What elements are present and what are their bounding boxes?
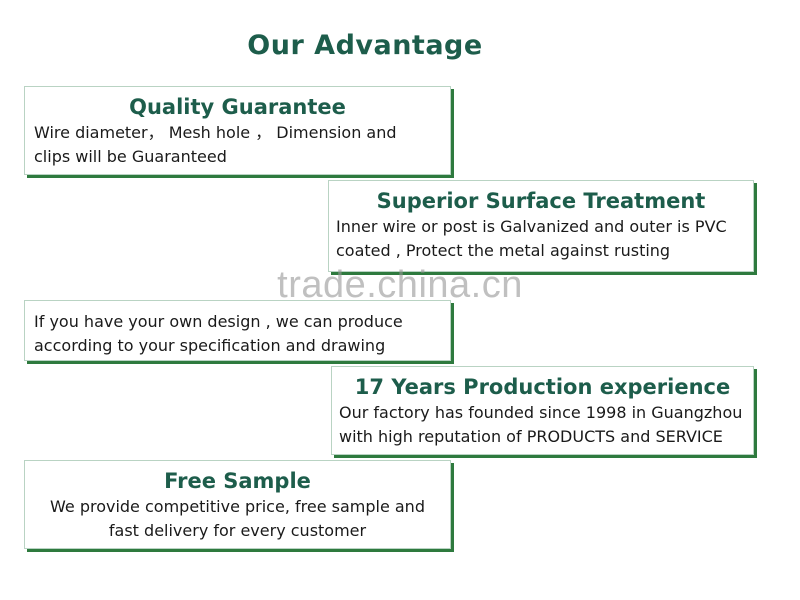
advantage-card-quality: Quality Guarantee Wire diameter， Mesh ho… [24, 86, 451, 175]
page-title: Our Advantage [247, 30, 483, 61]
watermark: trade.china.cn [277, 264, 523, 306]
card-text: Inner wire or post is Galvanized and out… [336, 217, 727, 260]
card-title: Superior Surface Treatment [376, 189, 706, 213]
advantage-card-design: If you have your own design , we can pro… [24, 300, 451, 361]
advantage-card-experience: 17 Years Production experience Our facto… [331, 366, 754, 455]
card-text: If you have your own design , we can pro… [34, 312, 403, 355]
card-title: Quality Guarantee [129, 95, 346, 119]
card-text: Wire diameter， Mesh hole ， Dimension and… [34, 123, 397, 166]
card-title: 17 Years Production experience [354, 375, 731, 399]
card-text: Our factory has founded since 1998 in Gu… [339, 403, 743, 446]
advantage-card-surface: Superior Surface Treatment Inner wire or… [328, 180, 754, 272]
card-title: Free Sample [164, 469, 311, 493]
card-text: We provide competitive price, free sampl… [50, 497, 425, 540]
advantage-card-sample: Free Sample We provide competitive price… [24, 460, 451, 549]
